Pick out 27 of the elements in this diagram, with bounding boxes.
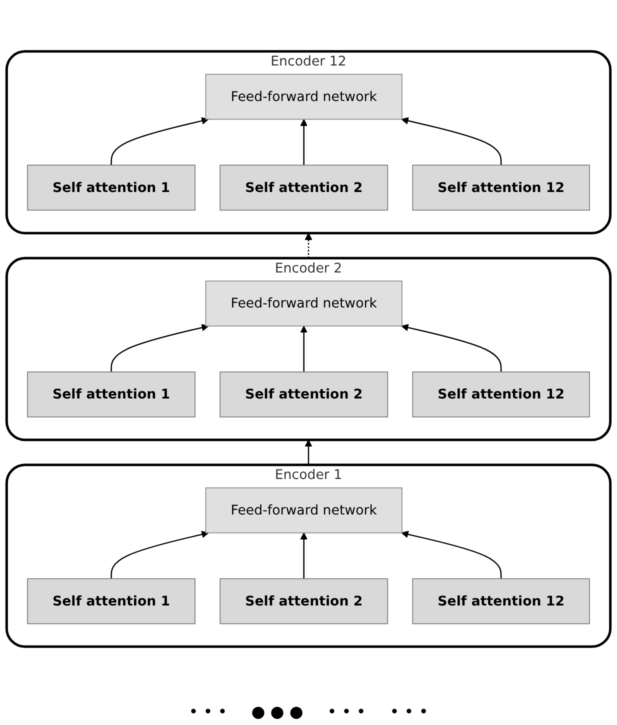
node-box: Feed-forward network xyxy=(205,487,402,534)
arrow xyxy=(300,326,308,372)
arrow xyxy=(110,530,209,579)
arrow xyxy=(401,324,502,372)
arrow xyxy=(401,117,502,166)
ellipsis-dots: • • • xyxy=(390,702,428,721)
node-box: Feed-forward network xyxy=(205,74,402,120)
node-box: Self attention 2 xyxy=(220,372,388,418)
node-box: Feed-forward network xyxy=(205,280,402,326)
node-box: Self attention 12 xyxy=(412,578,590,624)
node-box: Self attention 2 xyxy=(220,164,388,211)
ellipsis-dots: ● ● ● xyxy=(251,702,304,721)
arrow xyxy=(304,440,312,465)
node-box: Self attention 2 xyxy=(220,578,388,624)
ellipsis-dots: • • • xyxy=(188,702,228,721)
arrow xyxy=(300,532,308,579)
arrow xyxy=(300,118,308,166)
node-box: Self attention 1 xyxy=(27,578,196,624)
ellipsis-dots: • • • xyxy=(327,702,366,721)
arrow xyxy=(110,117,209,166)
arrow xyxy=(110,324,209,372)
node-box: Self attention 12 xyxy=(412,372,590,418)
arrow xyxy=(401,530,502,579)
node-box: Self attention 12 xyxy=(412,164,590,211)
arrow xyxy=(304,232,312,258)
node-box: Self attention 1 xyxy=(27,372,196,418)
node-box: Self attention 1 xyxy=(27,164,196,211)
